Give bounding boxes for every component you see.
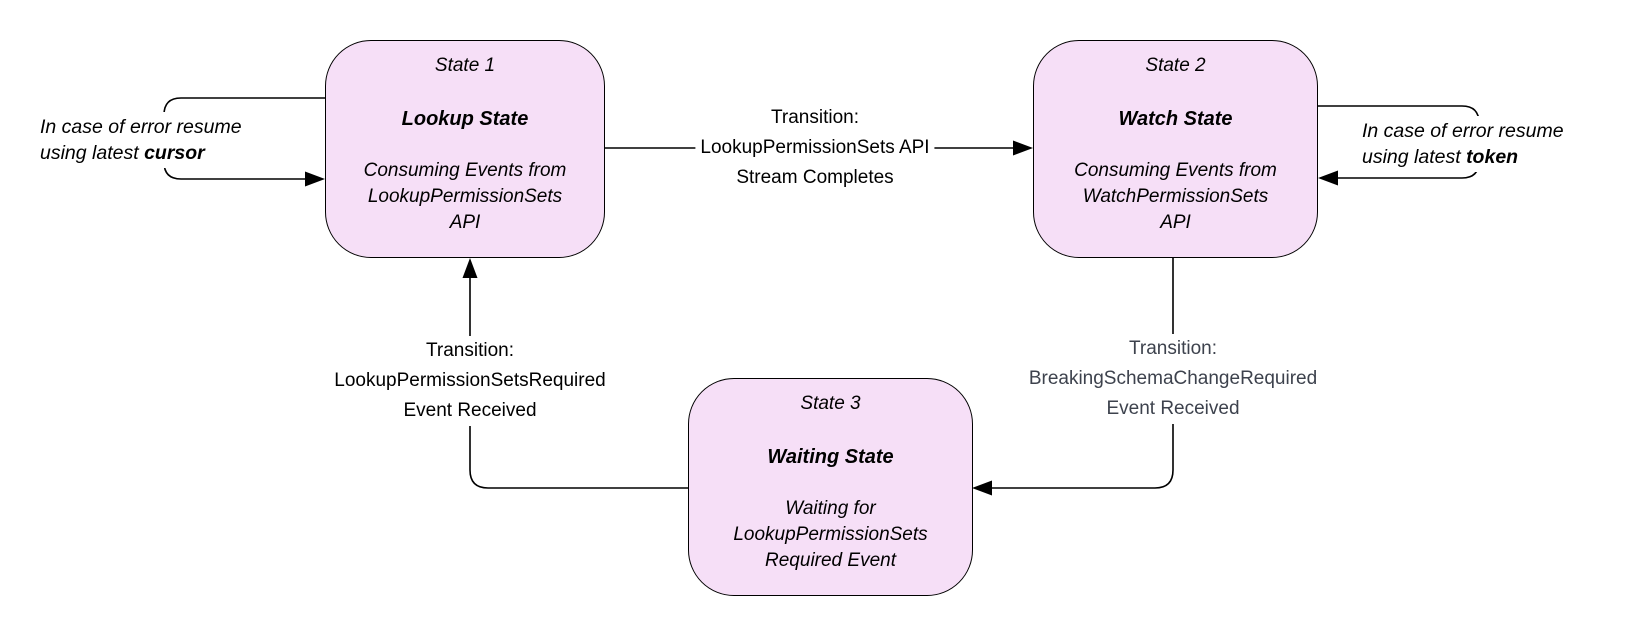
transition-label-state3-state1: Transition: LookupPermissionSetsRequired… bbox=[329, 336, 611, 426]
arrow-state2-to-state3 bbox=[991, 258, 1174, 489]
arrow-state3-to-state1 bbox=[469, 277, 688, 489]
transition2-line3: Event Received bbox=[1106, 398, 1240, 419]
state2-name: Watch State bbox=[1118, 108, 1233, 130]
transition-label-state1-state2: Transition: LookupPermissionSets API Str… bbox=[695, 103, 935, 193]
error-cursor-line1: In case of error resume bbox=[40, 116, 242, 138]
transition3-line1: Transition: bbox=[426, 340, 514, 361]
state3-name: Waiting State bbox=[767, 446, 894, 468]
state1-title: State 1 bbox=[434, 55, 496, 76]
state3-box: State 3 Waiting State Waiting for Lookup… bbox=[688, 378, 973, 596]
state1-desc-line1: Consuming Events from bbox=[363, 160, 567, 181]
state2-desc-line3: API bbox=[1160, 212, 1191, 233]
arrowhead-into-state2 bbox=[1013, 140, 1033, 156]
transition-label-state2-state3: Transition: BreakingSchemaChangeRequired… bbox=[1023, 334, 1323, 424]
arrowhead-into-state1 bbox=[462, 258, 478, 278]
transition2-line2: BreakingSchemaChangeRequired bbox=[1028, 368, 1318, 389]
error-token-keyword: token bbox=[1466, 146, 1519, 168]
state1-name: Lookup State bbox=[401, 108, 529, 130]
state1-description: Consuming Events from LookupPermissionSe… bbox=[326, 158, 604, 236]
arrowhead-loop-into-state2 bbox=[1318, 170, 1338, 186]
error-cursor-line2-prefix: using latest bbox=[40, 142, 145, 164]
state3-desc-line1: Waiting for bbox=[785, 498, 876, 519]
state1-desc-line2: LookupPermissionSets bbox=[367, 186, 563, 207]
error-loop-label-token: In case of error resume using latest tok… bbox=[1358, 116, 1568, 172]
error-cursor-keyword: cursor bbox=[144, 142, 205, 164]
state1-desc-line3: API bbox=[449, 212, 481, 233]
state3-desc-line3: Required Event bbox=[765, 550, 896, 571]
state3-title: State 3 bbox=[800, 393, 861, 414]
transition3-line3: Event Received bbox=[403, 400, 537, 421]
state2-desc-line2: WatchPermissionSets bbox=[1082, 186, 1269, 207]
transition2-line1: Transition: bbox=[1128, 338, 1217, 359]
arrowhead-loop-into-state1 bbox=[305, 171, 325, 187]
error-loop-label-cursor: In case of error resume using latest cur… bbox=[36, 112, 246, 168]
state3-description: Waiting for LookupPermissionSets Require… bbox=[689, 496, 972, 574]
error-token-line2-prefix: using latest bbox=[1362, 146, 1467, 168]
state2-description: Consuming Events from WatchPermissionSet… bbox=[1034, 158, 1317, 236]
error-token-line1: In case of error resume bbox=[1362, 120, 1564, 142]
transition1-line2: LookupPermissionSets API bbox=[700, 137, 930, 158]
state2-desc-line1: Consuming Events from bbox=[1074, 160, 1277, 181]
transition1-line1: Transition: bbox=[771, 107, 859, 128]
state1-box: State 1 Lookup State Consuming Events fr… bbox=[325, 40, 605, 258]
state3-desc-line2: LookupPermissionSets bbox=[733, 524, 928, 545]
transition3-line2: LookupPermissionSetsRequired bbox=[334, 370, 606, 391]
state2-box: State 2 Watch State Consuming Events fro… bbox=[1033, 40, 1318, 258]
state2-title: State 2 bbox=[1145, 55, 1206, 76]
arrowhead-into-state3 bbox=[972, 480, 992, 496]
transition1-line3: Stream Completes bbox=[736, 167, 894, 188]
